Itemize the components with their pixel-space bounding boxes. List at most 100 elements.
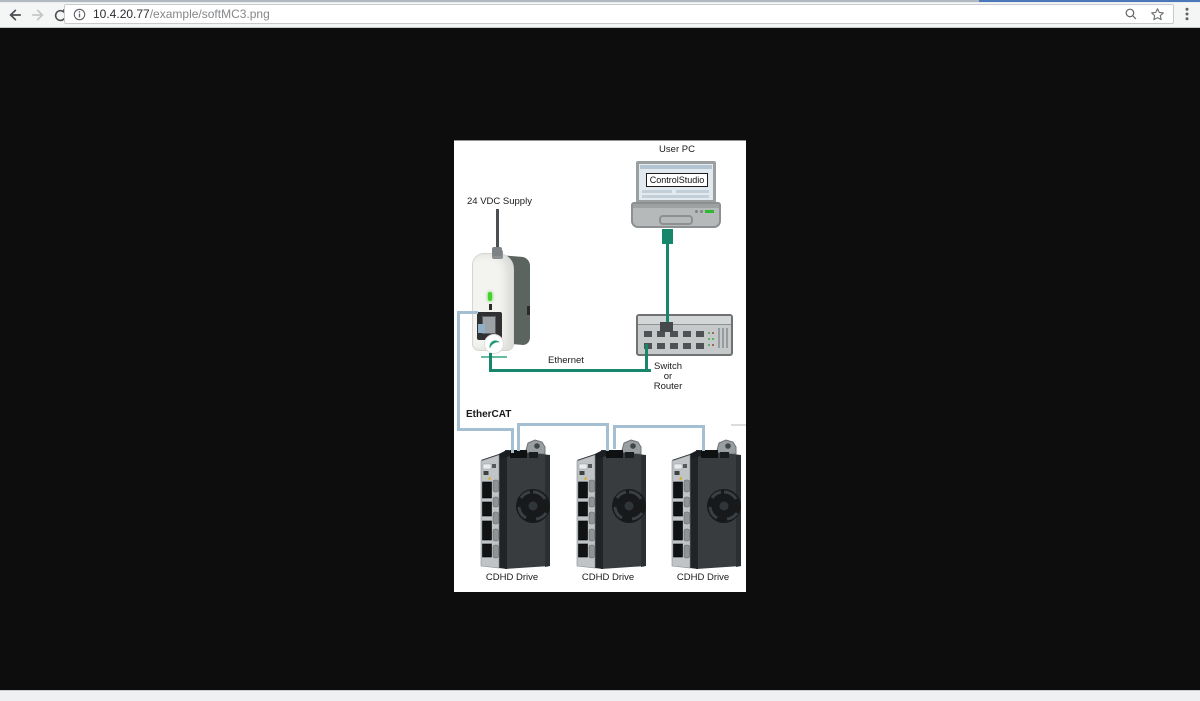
ethercat-cable-segment <box>613 425 705 428</box>
dsub-connector <box>492 544 499 559</box>
switch-vent <box>726 328 728 348</box>
ethercat-cable-segment <box>517 423 609 426</box>
screen-content-row <box>676 190 709 193</box>
laptop-indicator-dot <box>695 210 698 213</box>
vendor-wordmark <box>481 356 507 358</box>
rj45-plug <box>478 324 485 333</box>
bookmark-star-icon[interactable] <box>1150 7 1165 22</box>
switch-router <box>636 314 733 356</box>
drive-display <box>673 463 683 470</box>
drive-display <box>578 463 588 470</box>
terminal-block <box>578 543 588 558</box>
user-pc-label: User PC <box>659 144 695 155</box>
laptop-base <box>631 202 721 228</box>
ethercat-top-ports <box>510 450 527 458</box>
switch-label-line3: Router <box>653 380 683 392</box>
url-host: 10.4.20.77 <box>93 7 150 21</box>
terminal-block <box>578 520 588 541</box>
controller-side-slot <box>527 306 530 315</box>
dsub-connector <box>588 496 595 508</box>
window-top-band-blue <box>979 0 1200 2</box>
ethernet-label: Ethernet <box>548 355 584 366</box>
terminal-block <box>673 520 683 541</box>
page-info-icon[interactable] <box>73 8 86 21</box>
switch-port <box>644 331 652 337</box>
switch-led <box>708 338 710 340</box>
laptop-indicator-dot <box>700 210 703 213</box>
terminal-block <box>673 481 683 499</box>
dsub-connector <box>492 528 499 542</box>
switch-led <box>712 344 714 346</box>
ethercat-top-ports <box>701 450 718 458</box>
cdhd-drive-1 <box>477 438 555 570</box>
switch-port <box>696 331 704 337</box>
servo-drive-graphic <box>671 439 741 569</box>
laptop-touchpad <box>659 215 693 225</box>
fan-icon <box>612 489 646 523</box>
switch-port <box>657 331 665 337</box>
switch-led <box>708 332 710 334</box>
terminal-block <box>578 481 588 499</box>
switch-label-line2: or <box>663 370 673 382</box>
dsub-connector <box>492 511 499 525</box>
dsub-connector <box>492 496 499 508</box>
controlstudio-window: ControlStudio <box>646 173 708 187</box>
softmc-diagram-image[interactable]: User PC 24 VDC Supply Ethernet EtherCAT … <box>454 140 746 592</box>
switch-vent <box>718 328 720 348</box>
servo-drive-graphic <box>480 439 550 569</box>
terminal-block <box>673 543 683 558</box>
browser-menu-button[interactable] <box>1179 6 1195 22</box>
zoom-icon[interactable] <box>1124 7 1138 21</box>
switch-port <box>696 343 704 349</box>
dsub-connector <box>492 479 499 493</box>
ethernet-cable-vertical-right <box>645 344 648 372</box>
terminal-block <box>578 501 588 517</box>
ethercat-drop-drive1 <box>511 428 514 453</box>
ethercat-cable-segment <box>457 428 514 431</box>
cdhd-drive-3 <box>668 438 746 570</box>
back-arrow-icon <box>9 9 22 21</box>
switch-port <box>683 343 691 349</box>
dsub-connector <box>683 511 690 525</box>
terminal-block <box>482 481 492 499</box>
laptop-screen: ControlStudio <box>636 161 716 203</box>
ethernet-cable-horizontal <box>489 369 651 372</box>
switch-uplink-port <box>660 322 673 332</box>
url-text[interactable]: 10.4.20.77/example/softMC3.png <box>93 7 1124 21</box>
menu-dots-icon <box>1185 7 1189 21</box>
cdhd-drive-2 <box>573 438 651 570</box>
ethercat-cable-segment <box>457 311 460 431</box>
servo-drive-graphic <box>576 439 646 569</box>
terminal-block <box>482 520 492 541</box>
terminal-block <box>482 501 492 517</box>
drive-label-3: CDHD Drive <box>676 572 730 583</box>
browser-toolbar: 10.4.20.77/example/softMC3.png <box>0 0 1200 28</box>
vendor-logo <box>484 334 504 354</box>
switch-vent <box>722 328 724 348</box>
switch-port <box>670 331 678 337</box>
supply-wire <box>496 209 499 253</box>
dsub-connector <box>588 479 595 493</box>
ethercat-cable-segment <box>457 311 478 314</box>
ethernet-cable-vertical-left <box>489 353 492 372</box>
address-bar[interactable]: 10.4.20.77/example/softMC3.png <box>64 4 1174 24</box>
dsub-connector <box>683 528 690 542</box>
dsub-connector <box>683 496 690 508</box>
supply-label: 24 VDC Supply <box>467 196 532 207</box>
screen-content-row <box>642 195 709 198</box>
ethercat-top-ports <box>606 450 623 458</box>
switch-top-face <box>638 316 731 325</box>
ethercat-drop-drive3 <box>702 425 705 451</box>
pc-ethernet-cable <box>666 229 669 326</box>
forward-button[interactable] <box>29 6 47 24</box>
forward-arrow-icon <box>31 9 44 21</box>
switch-led <box>708 344 710 346</box>
drive-label-2: CDHD Drive <box>581 572 635 583</box>
back-button[interactable] <box>6 6 24 24</box>
ethercat-riser-drive1 <box>517 423 520 451</box>
switch-label-line1: Switch <box>654 361 682 372</box>
dsub-connector <box>683 479 690 493</box>
dsub-connector <box>588 544 595 559</box>
drive-display <box>482 463 492 470</box>
warning-triangle-icon <box>488 476 492 480</box>
